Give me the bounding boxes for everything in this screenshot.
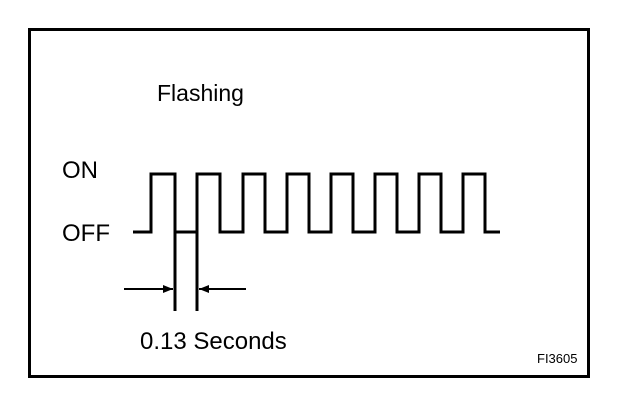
- duration-label: 0.13 Seconds: [140, 328, 287, 355]
- figure-code: FI3605: [537, 351, 578, 366]
- off-level-label: OFF: [62, 220, 110, 247]
- square-wave: [133, 172, 500, 234]
- diagram-frame: [28, 28, 590, 378]
- on-level-label: ON: [62, 157, 98, 184]
- diagram-title: Flashing: [157, 80, 244, 106]
